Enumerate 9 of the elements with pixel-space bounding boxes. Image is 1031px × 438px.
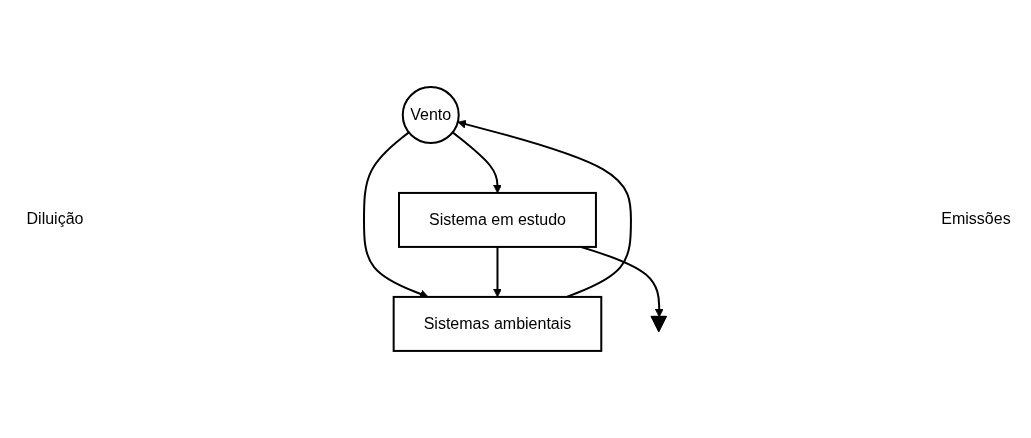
node-box: Sistemas ambientais (393, 295, 603, 352)
arrow (452, 131, 503, 194)
arrow (457, 119, 633, 298)
annotation-text: Diluição (25, 210, 85, 228)
node-circle: Vento (402, 86, 461, 144)
arrow (493, 245, 503, 298)
arrow (580, 245, 664, 318)
annotation-text: Emissões (940, 210, 1012, 228)
node-box: Sistema em estudo (398, 191, 598, 248)
